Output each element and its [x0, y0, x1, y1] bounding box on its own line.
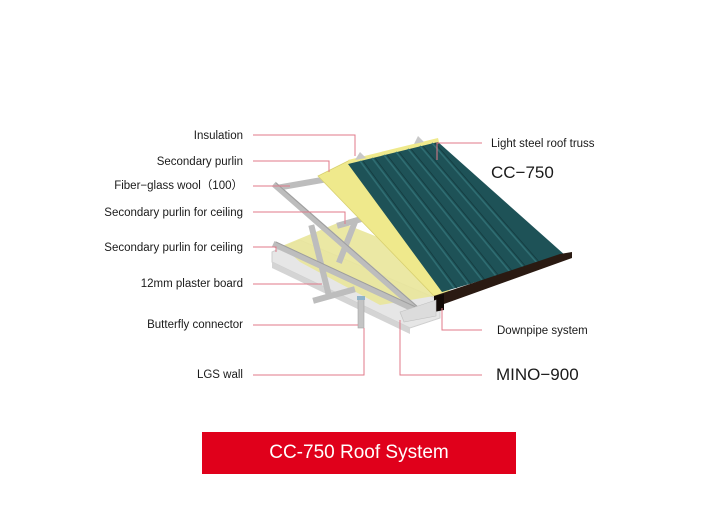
label-lgs-wall: LGS wall	[196, 369, 243, 381]
label-insulation: Insulation	[193, 130, 243, 142]
label-butterfly-connector: Butterfly connector	[147, 319, 243, 331]
label-cc750: CC−750	[491, 163, 554, 182]
label-downpipe-system: Downpipe system	[497, 325, 588, 337]
butterfly-connector	[357, 296, 365, 300]
truss-tip	[355, 152, 366, 160]
label-mino900: MINO−900	[496, 365, 579, 384]
gutter-mino900	[434, 252, 572, 306]
roof-corrugations	[359, 142, 539, 289]
label-light-steel-roof-truss: Light steel roof truss	[491, 138, 595, 150]
title-text: CC-750 Roof System	[269, 442, 449, 463]
label-fiberglass-wool: Fiber−glass wool（100）	[114, 180, 243, 192]
label-secondary-purlin-ceiling-1: Secondary purlin for ceiling	[104, 207, 243, 219]
label-plaster-board: 12mm plaster board	[140, 278, 243, 290]
leader-lines	[253, 134, 482, 376]
lgs-wall-post	[357, 297, 365, 329]
label-secondary-purlin: Secondary purlin	[156, 156, 243, 168]
title-banner: CC-750 Roof System	[202, 432, 516, 474]
label-secondary-purlin-ceiling-2: Secondary purlin for ceiling	[104, 242, 243, 254]
